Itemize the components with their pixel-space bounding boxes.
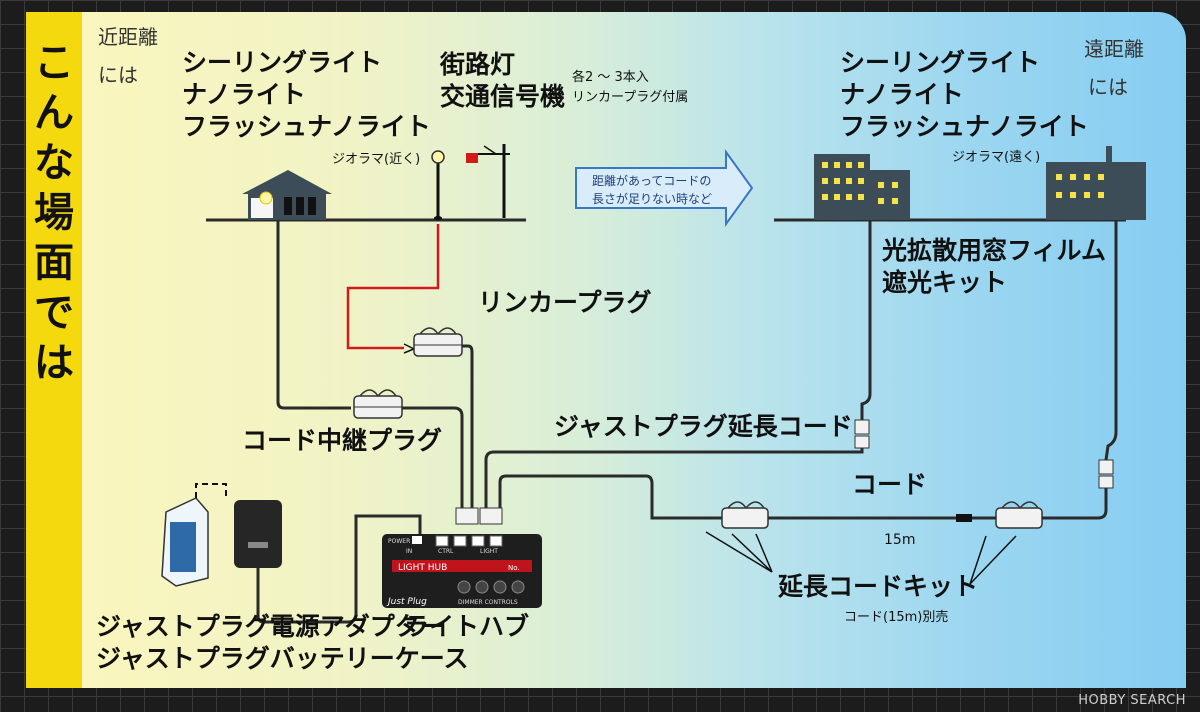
title-char: こ <box>34 40 74 86</box>
label-adapter-line1: ジャストプラグ電源アダプター <box>96 612 445 641</box>
arrow-note-line1: 距離があってコードの <box>592 174 712 188</box>
wire-relay-hub <box>402 406 464 512</box>
streetlight-note-line1: 各2 ～ 3本入 <box>572 70 649 85</box>
wire-streetlight-red <box>346 224 440 350</box>
far-product-nano: ナノライト <box>840 80 964 109</box>
traffic-signal-icon <box>466 144 510 218</box>
building-right-icon <box>1046 146 1146 220</box>
near-diorama: ジオラマ(近く) <box>332 152 421 167</box>
battery-case-icon <box>161 497 209 587</box>
far-diorama: ジオラマ(遠く) <box>952 150 1041 165</box>
wire-kit-far <box>1042 488 1108 520</box>
power-adapter-icon <box>234 500 282 568</box>
far-product-flash: フラッシュナノライト <box>840 112 1089 141</box>
extension-kit-left-icon <box>721 501 769 529</box>
hub-dimmer: DIMMER CONTROLS <box>458 599 518 606</box>
extension-kit-right-icon <box>995 501 1043 529</box>
label-cord: コード <box>852 470 928 499</box>
film-line2: 遮光キット <box>882 268 1008 297</box>
title-char: な <box>34 140 74 186</box>
wire-house <box>276 220 351 410</box>
wire-linker-hub <box>462 344 474 512</box>
label-relay-plug: コード中継プラグ <box>242 426 443 455</box>
hub-power: POWER <box>388 538 410 545</box>
near-label-line2: には <box>98 63 138 87</box>
light-hub-icon: LIGHT HUB No. POWER IN CTRL LIGHT Just P… <box>382 534 542 608</box>
product-traffic-signal: 交通信号機 <box>440 82 566 111</box>
sidebar: こ ん な 場 面 で は <box>26 12 82 688</box>
wire-far-right <box>1104 220 1118 461</box>
label-extension-cord: ジャストプラグ延長コード <box>554 412 853 441</box>
wire-adapter-hub <box>256 514 422 624</box>
title-char: ん <box>34 90 74 136</box>
streetlight-note-line2: リンカープラグ付属 <box>572 90 689 105</box>
label-adapter-line2: ジャストプラグバッテリーケース <box>96 644 469 673</box>
hub-no: No. <box>508 564 520 572</box>
relay-plug-icon <box>353 389 403 419</box>
streetlight-icon <box>431 150 445 220</box>
label-extension-kit: 延長コードキット <box>778 572 979 601</box>
hub-label: LIGHT HUB <box>398 563 447 573</box>
product-streetlight: 街路灯 <box>440 50 516 79</box>
near-product-nano: ナノライト <box>182 80 306 109</box>
diagram-panel: こ ん な 場 面 で は <box>26 12 1186 688</box>
near-label-line1: 近距離 <box>98 25 158 49</box>
far-product-ceiling: シーリングライト <box>840 48 1041 77</box>
label-kit-note: コード(15m)別売 <box>844 610 949 625</box>
title-char: は <box>34 340 74 386</box>
wire-hub-kit <box>498 474 722 520</box>
hub-brand: Just Plug <box>386 597 427 607</box>
far-label-line1: 遠距離 <box>1084 37 1144 61</box>
wiring-diagram: LIGHT HUB No. POWER IN CTRL LIGHT Just P… <box>161 144 1146 624</box>
wire-battery <box>195 483 227 500</box>
hub-in: IN <box>406 548 412 555</box>
hub-ctrl: CTRL <box>438 548 454 555</box>
label-hub: ライトハブ <box>404 612 530 641</box>
building-left-icon <box>814 154 910 220</box>
house-icon <box>242 170 332 220</box>
wire-extension <box>484 436 864 512</box>
wire-far-left <box>860 220 872 420</box>
title-char: 面 <box>34 240 74 286</box>
label-linker-plug: リンカープラグ <box>478 288 652 317</box>
film-line1: 光拡散用窓フィルム <box>882 236 1107 265</box>
arrow-note-line2: 長さが足りない時など <box>592 192 713 206</box>
label-length: 15m <box>884 532 916 548</box>
linker-plug-icon <box>413 327 463 357</box>
near-product-flash: フラッシュナノライト <box>182 112 431 141</box>
vertical-title: こ ん な 場 面 で は <box>30 38 78 388</box>
title-char: 場 <box>34 190 74 236</box>
watermark: HOBBY SEARCH <box>1078 693 1186 708</box>
title-char: で <box>34 290 74 336</box>
hub-light: LIGHT <box>480 548 498 555</box>
near-product-ceiling: シーリングライト <box>182 48 383 77</box>
far-label-line2: には <box>1088 75 1128 99</box>
arrow-shape <box>575 148 754 228</box>
